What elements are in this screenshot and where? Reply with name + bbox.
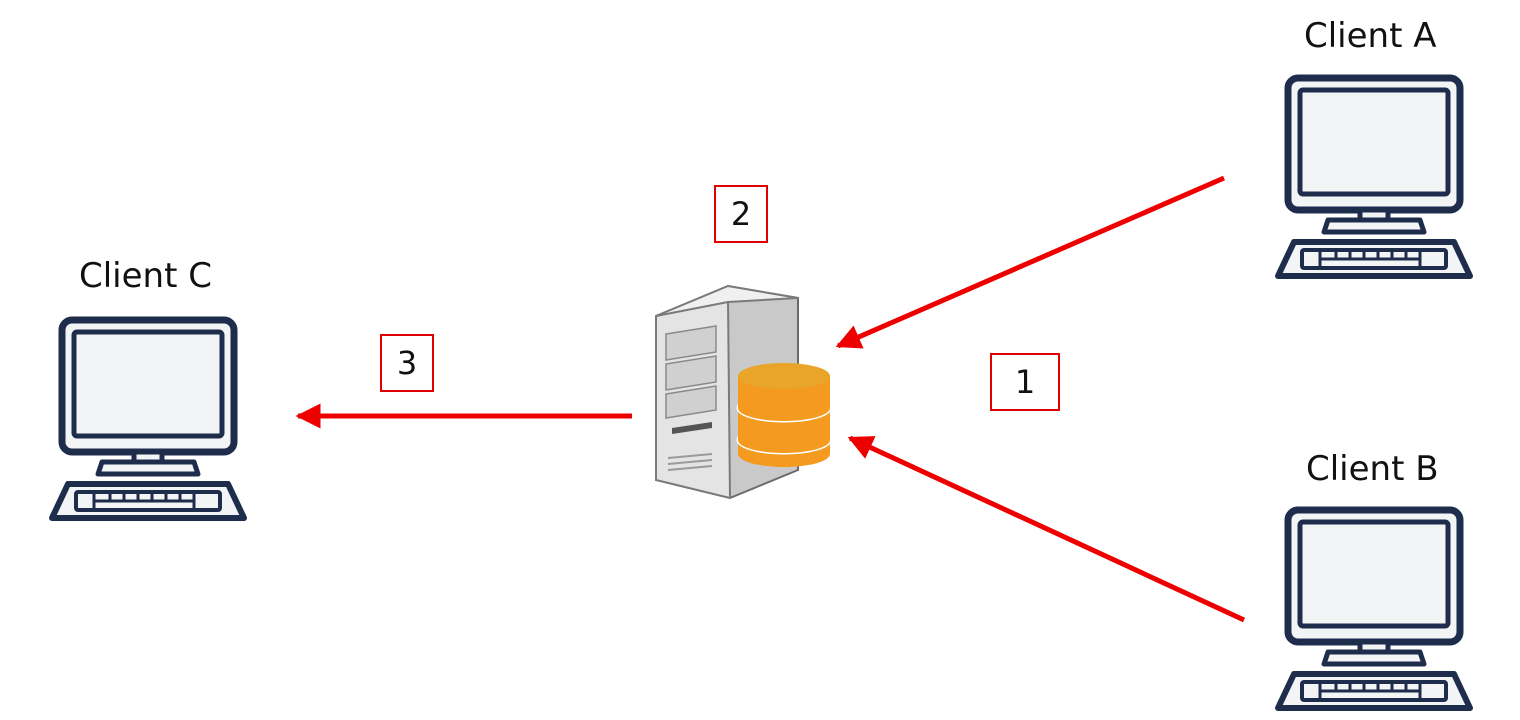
client-c-computer-icon xyxy=(52,320,244,518)
client-c-label: Client C xyxy=(79,256,212,296)
step-3-badge: 3 xyxy=(380,334,434,392)
step-3-label: 3 xyxy=(396,344,418,382)
client-a-label: Client A xyxy=(1304,16,1437,56)
arrow-client-b-to-server xyxy=(847,435,1246,623)
step-2-label: 2 xyxy=(730,195,752,233)
step-2-badge: 2 xyxy=(714,185,768,243)
step-1-badge: 1 xyxy=(990,353,1060,411)
client-b-computer-icon xyxy=(1278,510,1470,708)
client-a-computer-icon xyxy=(1278,78,1470,276)
step-1-label: 1 xyxy=(1014,363,1036,401)
database-server-icon xyxy=(655,284,832,500)
arrow-client-a-to-server xyxy=(835,175,1225,349)
client-b-label: Client B xyxy=(1306,449,1439,489)
